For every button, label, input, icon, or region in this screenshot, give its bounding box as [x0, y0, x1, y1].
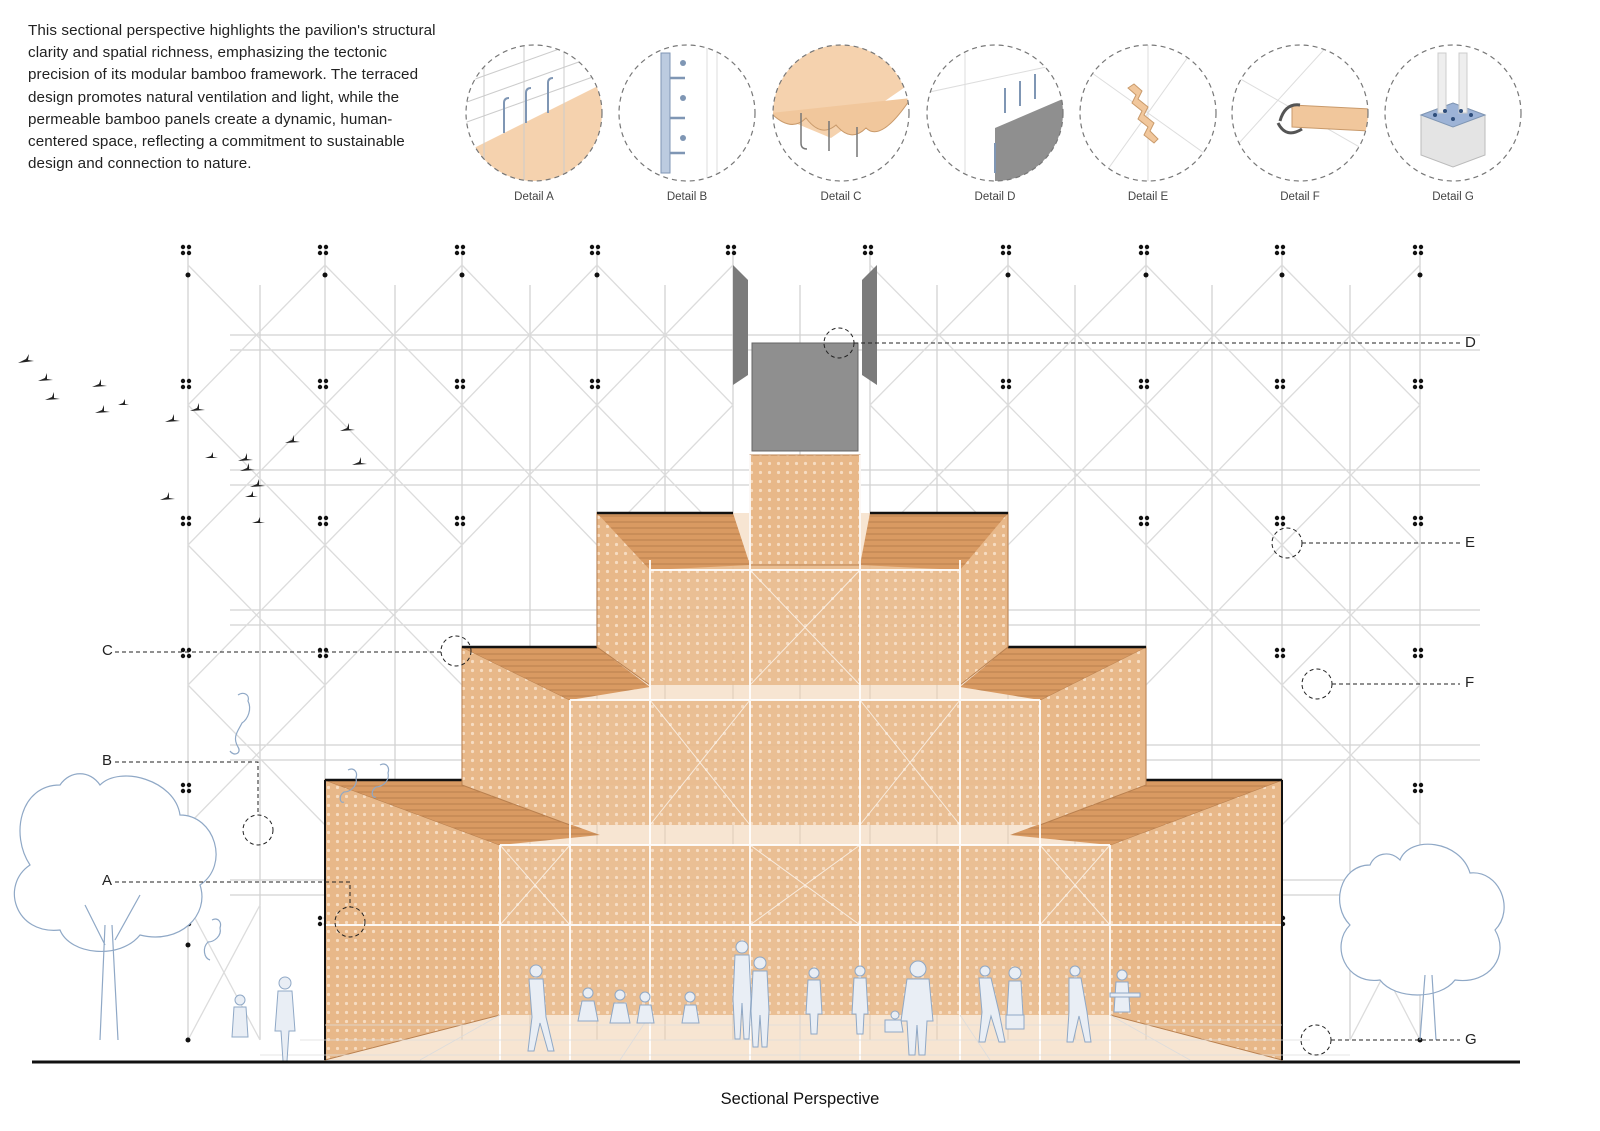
detail-d-label: Detail D — [974, 191, 1016, 203]
detail-g-label: Detail G — [1432, 191, 1474, 203]
detail-c-illustration — [772, 44, 910, 182]
scaffold-joint-markers — [180, 244, 1424, 1043]
tree-left — [13, 773, 217, 1041]
tree-right — [1339, 843, 1505, 1041]
detail-g: Detail G — [1383, 43, 1523, 203]
detail-e: Detail E — [1078, 43, 1218, 203]
callout-g: G — [1465, 1031, 1477, 1048]
callout-b: B — [102, 752, 113, 769]
drawing-caption: Sectional Perspective — [720, 1090, 880, 1108]
detail-g-illustration — [1384, 44, 1522, 182]
callout-c: C — [102, 642, 113, 659]
detail-f: Detail F — [1230, 43, 1370, 203]
detail-c: Detail C — [771, 43, 911, 203]
people — [231, 940, 1141, 1062]
detail-e-label: Detail E — [1127, 191, 1169, 203]
description-text: This sectional perspective highlights th… — [28, 22, 436, 173]
detail-f-label: Detail F — [1280, 191, 1320, 203]
callout-d: D — [1465, 334, 1476, 351]
monkeys — [203, 692, 390, 961]
bamboo-pavilion — [324, 265, 1283, 1061]
detail-b-illustration — [618, 44, 756, 182]
detail-e-illustration — [1079, 44, 1217, 182]
sectional-perspective-drawing — [13, 244, 1520, 1064]
detail-b-label: Detail B — [666, 191, 708, 203]
callout-f: F — [1465, 674, 1475, 691]
detail-f-illustration — [1231, 44, 1369, 182]
birds — [18, 354, 367, 523]
callout-e: E — [1465, 534, 1476, 551]
detail-d: Detail D — [925, 43, 1065, 203]
detail-a-illustration — [465, 44, 603, 182]
callout-a: A — [102, 872, 113, 889]
detail-a-label: Detail A — [514, 191, 554, 203]
detail-b: Detail B — [617, 43, 757, 203]
detail-c-label: Detail C — [820, 191, 862, 203]
detail-d-illustration — [926, 44, 1064, 182]
detail-a: Detail A — [464, 43, 604, 203]
detail-callouts — [115, 327, 1460, 1056]
